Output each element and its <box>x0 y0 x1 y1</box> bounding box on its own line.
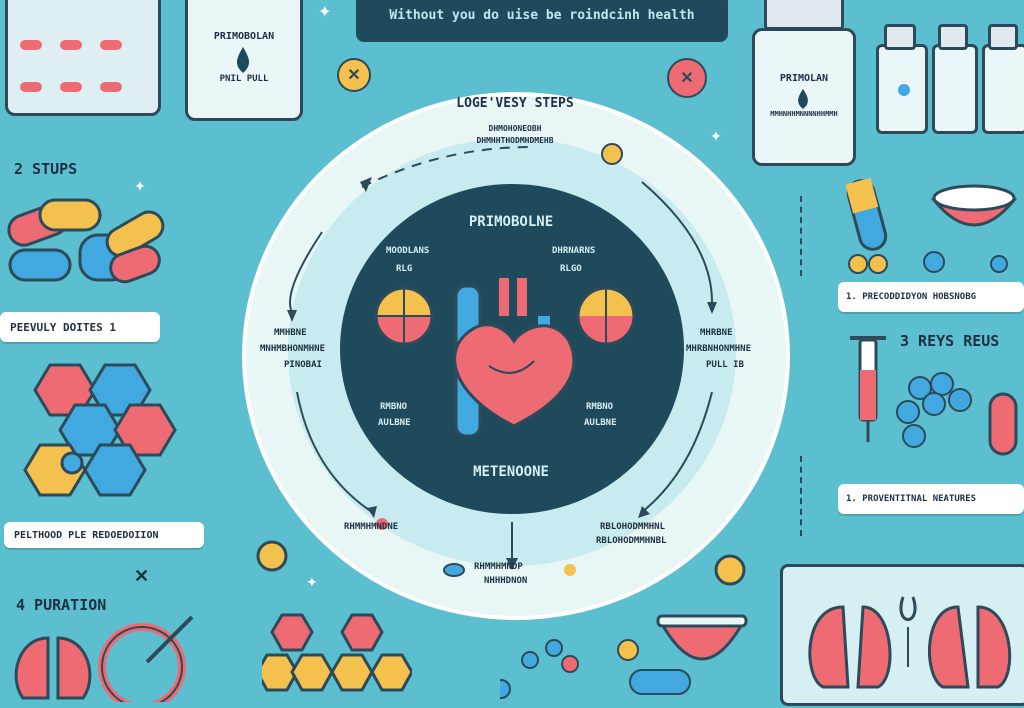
outer-left-1: MMHBNE <box>274 328 307 338</box>
right-hint-2: RLGO <box>560 264 582 274</box>
capsule-bowl-icon <box>845 177 1018 274</box>
pill-blister-icon <box>5 0 161 116</box>
bottle-right-cap <box>764 0 844 30</box>
medicine-bottle-left: PRIMOBOLAN PNIL PULL <box>185 0 303 121</box>
vials-icon <box>876 10 1024 134</box>
left-low-1: RMBNO <box>380 402 408 412</box>
cycle-subtitle-1: DHMOHONEOBH <box>488 124 542 133</box>
lungs-diagram <box>808 596 1012 689</box>
right-info-card-1: 1. PRECODDIDYON HOBSNOBG <box>838 282 1024 312</box>
right-info-card-1-text: 1. PRECODDIDYON HOBSNOBG <box>846 292 977 302</box>
x-mark-icon: ✕ <box>134 566 150 586</box>
cycle-title: LOGE'VESY STEPS <box>456 96 574 111</box>
bottom-center-1: RHMMHMNDP <box>474 562 523 572</box>
hexagon-cluster-icon <box>23 363 177 497</box>
outer-left-3: PINOBAI <box>284 360 322 370</box>
right-low-1: RMBNO <box>586 402 614 412</box>
banner-text: Without you do uise be roindcinh health <box>389 8 695 23</box>
cycle-subtitle-2: DHMHHTHODMHDMEHB <box>476 136 554 145</box>
outer-left-2: MNHMBHONMHNE <box>260 344 326 354</box>
right-info-card-2: 1. PROVENTITNAL NEATURES <box>838 484 1024 514</box>
bowl-icon <box>656 614 748 661</box>
scattered-pills <box>500 639 691 699</box>
syringe-icon <box>850 336 886 442</box>
target-icon-left <box>374 286 434 346</box>
steps-label: 2 STUPS <box>14 160 78 178</box>
left-hint-1: MOODLANS <box>386 246 430 256</box>
top-banner: Without you do uise be roindcinh health <box>356 0 728 42</box>
bottom-center-2: NHHHDNON <box>484 576 528 586</box>
bottle-left-label-top: PRIMOBOLAN <box>213 31 275 42</box>
right-info-card-2-text: 1. PROVENTITNAL NEATURES <box>846 494 977 504</box>
right-low-2: AULBNE <box>584 418 617 428</box>
right-heading: 3 REYS REUS <box>900 332 1000 350</box>
drop-icon <box>798 89 808 109</box>
outer-right-1: MHRBNE <box>700 328 733 338</box>
sparkle-icon-2: ✦ <box>710 128 722 144</box>
left-hint-2: RLG <box>396 264 413 274</box>
dotted-connector-right-2 <box>800 456 802 536</box>
bottom-left-label: RHMMHMNDNE <box>344 522 399 532</box>
bottom-right-1: RBLOHODMMHNL <box>600 522 666 532</box>
bottom-right-2: RBLOHODMMHNBL <box>596 536 667 546</box>
pill-pile-icon <box>896 372 1018 456</box>
stethoscope-icon <box>98 615 194 702</box>
center-bottom-label: METENOONE <box>473 464 549 480</box>
info-card-2: PELTHOOD PLE REDOEDOIION <box>4 522 204 548</box>
right-hint-1: DHRNARNS <box>552 246 596 256</box>
info-card-1-text: PEEVULY DOITES 1 <box>10 321 116 334</box>
left-low-2: AULBNE <box>378 418 411 428</box>
close-icon-2[interactable]: ✕ <box>667 58 707 98</box>
bottle-right-label-top: PRIMOLAN <box>779 73 829 84</box>
sparkle-icon-3: ✦ <box>306 574 318 590</box>
bottle-left-label-bottom: PNIL PULL <box>219 74 269 84</box>
info-card-1: PEEVULY DOITES 1 <box>0 312 160 342</box>
medicine-bottle-right: PRIMOLAN MMHNHHMNNNNHHMMH <box>752 28 856 166</box>
lungs-icon <box>14 636 92 700</box>
dotted-connector-right <box>800 196 802 276</box>
outer-right-3: PULL IB <box>706 360 744 370</box>
sparkle-icon: ✦ <box>318 4 332 21</box>
center-top-label: PRIMOBOLNE <box>468 214 554 230</box>
heart-icon <box>453 278 576 438</box>
info-card-2-text: PELTHOOD PLE REDOEDOIION <box>14 530 159 541</box>
close-icon[interactable]: ✕ <box>337 58 371 92</box>
coin-icon <box>256 540 288 572</box>
outer-right-2: MHRBNHONMHNE <box>686 344 752 354</box>
duration-label: 4 PURATION <box>16 596 107 614</box>
hexagon-pills-bottom <box>262 613 412 692</box>
bottle-right-label-bottom: MMHNHHMNNNNHHMMH <box>770 110 838 118</box>
target-icon-right <box>576 286 636 346</box>
cycle-arrows <box>287 143 717 577</box>
sparkle-icon-4: ✦ <box>134 178 146 194</box>
pills-cluster-icon <box>7 198 165 284</box>
coin-icon-2 <box>714 554 746 586</box>
drop-icon <box>236 47 250 73</box>
bottom-right-panel <box>780 564 1024 706</box>
